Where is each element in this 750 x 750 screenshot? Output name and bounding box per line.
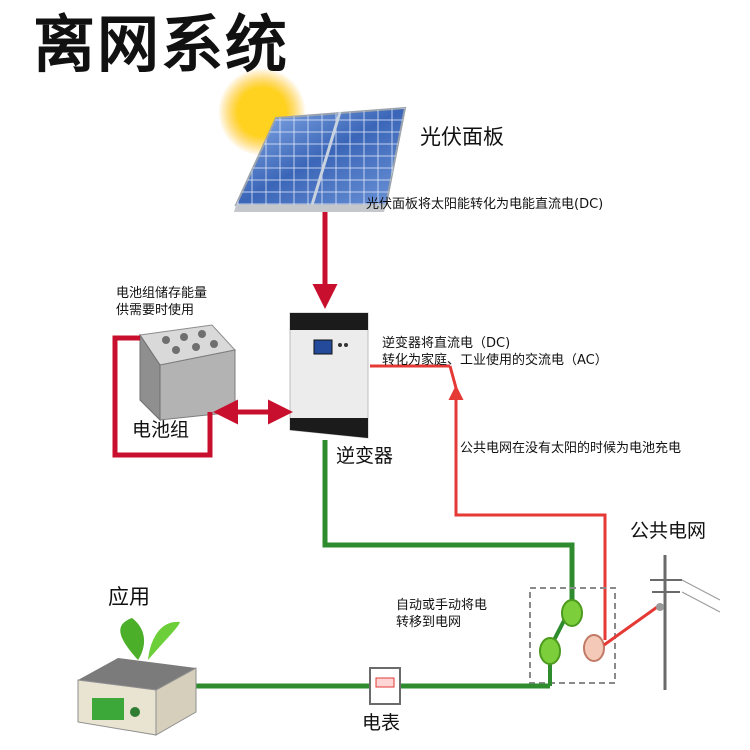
house-icon (77, 618, 197, 736)
page-title: 离网系统 (33, 8, 290, 81)
inverter-description-line2: 转化为家庭、工业使用的交流电（AC） (382, 353, 608, 368)
utility-pole-icon (650, 555, 721, 690)
battery-description-line2: 供需要时使用 (116, 303, 195, 318)
grid-label: 公共电网 (630, 520, 707, 542)
battery-icon (139, 324, 236, 422)
ac-output-line (322, 440, 575, 605)
grid-charge-line (448, 385, 607, 640)
battery-description-line1: 电池组储存能量 (116, 286, 208, 301)
battery-label: 电池组 (132, 419, 190, 441)
switch-node-bottom (539, 637, 561, 665)
switch-node-grid (583, 634, 605, 662)
switch-description-line1: 自动或手动将电 (396, 598, 488, 613)
inverter-label: 逆变器 (336, 445, 394, 467)
inverter-description-line1: 逆变器将直流电（DC) (382, 336, 511, 351)
solar-panel-label: 光伏面板 (420, 125, 504, 149)
solar-panel-description: 光伏面板将太阳能转化为电能直流电(DC) (366, 197, 604, 212)
battery-loop-line (112, 335, 213, 458)
grid-description: 公共电网在没有太阳的时候为电池充电 (460, 441, 682, 456)
switch-description-line2: 转移到电网 (396, 615, 462, 630)
meter-icon (369, 667, 401, 705)
grid-input-line (603, 603, 661, 647)
switch-node-top (561, 599, 583, 627)
application-label: 应用 (108, 585, 150, 609)
solar-panel-icon (234, 106, 407, 212)
inverter-icon (289, 312, 369, 439)
meter-label: 电表 (362, 712, 401, 734)
